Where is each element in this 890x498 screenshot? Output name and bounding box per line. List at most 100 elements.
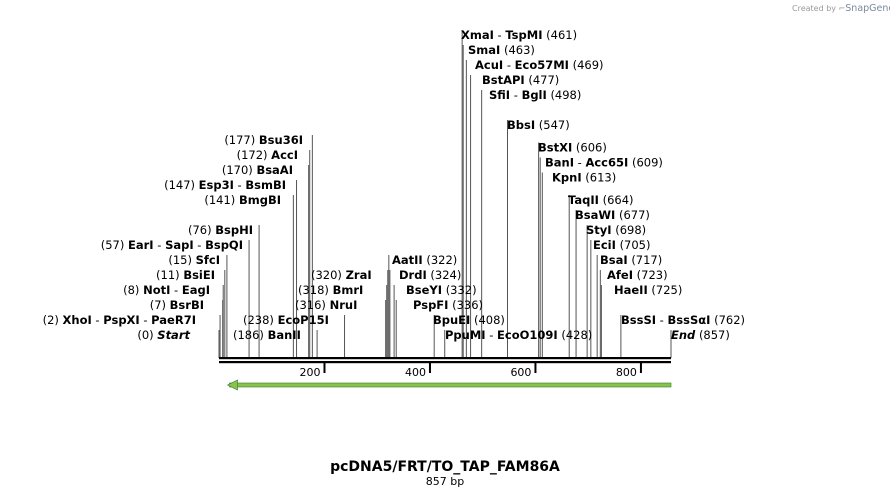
site-position-bsrbi: (7) xyxy=(150,298,166,312)
snapgene-logo-icon: ⌐ xyxy=(838,4,846,13)
site-position-sfii: (498) xyxy=(550,88,581,102)
site-name-kpni-0: KpnI xyxy=(552,171,582,185)
site-label-bmgbi[interactable]: (141) BmgBI xyxy=(204,193,281,207)
site-name-drdi-0: DrdI xyxy=(399,268,427,282)
site-label-end[interactable]: End (857) xyxy=(671,328,730,342)
site-name-zrai-0: ZraI xyxy=(346,268,372,282)
site-label-styi[interactable]: StyI (698) xyxy=(586,223,646,237)
site-name-xhoi-3: - xyxy=(140,313,151,327)
site-label-bsaai[interactable]: (170) BsaAI xyxy=(222,163,293,177)
site-label-eari[interactable]: (57) EarI - SapI - BspQI xyxy=(101,238,243,252)
site-position-pspfi: (336) xyxy=(452,298,483,312)
site-label-bsawi[interactable]: BsaWI (677) xyxy=(575,208,650,222)
site-name-afei-0: AfeI xyxy=(607,268,633,282)
site-position-kpni: (613) xyxy=(585,171,616,185)
site-label-esp3i[interactable]: (147) Esp3I - BsmBI xyxy=(164,178,286,192)
site-label-afei[interactable]: AfeI (723) xyxy=(607,268,668,282)
site-label-kpni[interactable]: KpnI (613) xyxy=(552,171,616,185)
site-position-acci: (172) xyxy=(237,148,268,162)
feature-arrow-body[interactable] xyxy=(229,382,672,388)
site-label-noti[interactable]: (8) NotI - EagI xyxy=(123,283,210,297)
site-name-ppumi-1: - xyxy=(486,328,497,342)
site-position-smai: (463) xyxy=(504,43,535,57)
site-label-ecop15i[interactable]: (238) EcoP15I xyxy=(243,313,329,327)
site-name-xhoi-0: XhoI xyxy=(63,313,92,327)
site-position-acui: (469) xyxy=(573,58,604,72)
site-label-taqii[interactable]: TaqII (664) xyxy=(568,193,634,207)
credit-brand: SnapGene xyxy=(845,3,890,14)
site-label-haeii[interactable]: HaeII (725) xyxy=(614,283,682,297)
site-name-sfci-0: SfcI xyxy=(196,253,220,267)
site-name-noti-0: NotI xyxy=(143,283,170,297)
site-name-xhoi-2: PspXI xyxy=(103,313,139,327)
site-label-bseyi[interactable]: BseYI (332) xyxy=(406,283,477,297)
site-label-bsiei[interactable]: (11) BsiEI xyxy=(156,268,215,282)
plasmid-length: 857 bp xyxy=(425,475,465,488)
site-name-eari-4: BspQI xyxy=(205,238,243,252)
site-name-bpuei-0: BpuEI xyxy=(433,313,470,327)
site-label-aatii[interactable]: AatII (322) xyxy=(392,253,457,267)
site-name-haeii-0: HaeII xyxy=(614,283,648,297)
site-label-nrui[interactable]: (316) NruI xyxy=(295,298,357,312)
site-name-ppumi-2: EcoO109I xyxy=(497,328,558,342)
site-label-bsphi[interactable]: (76) BspHI xyxy=(188,223,253,237)
site-position-haeii: (725) xyxy=(651,283,682,297)
site-name-pspfi-0: PspFI xyxy=(413,298,448,312)
site-label-start[interactable]: (0) Start xyxy=(137,328,190,342)
site-label-bmri[interactable]: (318) BmrI xyxy=(298,283,363,297)
site-name-bsphi-0: BspHI xyxy=(215,223,253,237)
site-label-bstapi[interactable]: BstAPI (477) xyxy=(482,73,559,87)
site-label-ecii[interactable]: EciI (705) xyxy=(593,238,651,252)
site-position-ppumi: (428) xyxy=(561,328,592,342)
site-label-banii[interactable]: (186) BanII xyxy=(233,328,301,342)
site-label-bpuei[interactable]: BpuEI (408) xyxy=(433,313,505,327)
site-position-bsai: (717) xyxy=(631,253,662,267)
site-name-bsrbi-0: BsrBI xyxy=(170,298,204,312)
site-label-bani[interactable]: BanI - Acc65I (609) xyxy=(545,156,663,170)
credit-prefix: Created by xyxy=(792,4,837,13)
site-name-acci-0: AccI xyxy=(271,148,298,162)
site-label-bstxi[interactable]: BstXI (606) xyxy=(538,141,607,155)
site-label-xmai[interactable]: XmaI - TspMI (461) xyxy=(461,28,577,42)
site-name-eari-2: SapI xyxy=(165,238,194,252)
site-name-start-0: Start xyxy=(157,328,190,342)
site-position-bsphi: (76) xyxy=(188,223,212,237)
site-label-bbsi[interactable]: BbsI (547) xyxy=(507,118,570,132)
site-position-bmri: (318) xyxy=(298,283,329,297)
site-label-bsrbi[interactable]: (7) BsrBI xyxy=(150,298,204,312)
site-label-drdi[interactable]: DrdI (324) xyxy=(399,268,461,282)
site-leader-lines xyxy=(218,30,672,358)
site-position-aatii: (322) xyxy=(426,253,457,267)
site-label-bsai[interactable]: BsaI (717) xyxy=(600,253,662,267)
feature-arrow xyxy=(226,379,672,391)
site-position-start: (0) xyxy=(137,328,153,342)
site-label-pspfi[interactable]: PspFI (336) xyxy=(413,298,483,312)
site-name-bsssi-1: - xyxy=(656,313,667,327)
site-name-esp3i-2: BsmBI xyxy=(245,178,286,192)
site-label-sfci[interactable]: (15) SfcI xyxy=(168,253,220,267)
site-name-eari-1: - xyxy=(154,238,165,252)
site-label-sfii[interactable]: SfiI - BglI (498) xyxy=(489,88,581,102)
site-name-sfii-0: SfiI xyxy=(489,88,510,102)
site-position-bsu36i: (177) xyxy=(224,133,255,147)
site-name-nrui-0: NruI xyxy=(330,298,358,312)
site-name-bmgbi-0: BmgBI xyxy=(239,193,281,207)
site-name-eari-3: - xyxy=(194,238,205,252)
site-label-acci[interactable]: (172) AccI xyxy=(237,148,298,162)
axis-tick-label-200: 200 xyxy=(299,366,320,379)
site-name-styi-0: StyI xyxy=(586,223,612,237)
site-label-acui[interactable]: AcuI - Eco57MI (469) xyxy=(475,58,604,72)
site-name-sfii-2: BglI xyxy=(522,88,547,102)
site-label-ppumi[interactable]: PpuMI - EcoO109I (428) xyxy=(445,328,592,342)
site-label-zrai[interactable]: (320) ZraI xyxy=(311,268,372,282)
site-label-xhoi[interactable]: (2) XhoI - PspXI - PaeR7I xyxy=(43,313,196,327)
site-position-bmgbi: (141) xyxy=(204,193,235,207)
site-name-bsawi-0: BsaWI xyxy=(575,208,615,222)
site-label-smai[interactable]: SmaI (463) xyxy=(468,43,535,57)
site-name-bsai-0: BsaI xyxy=(600,253,628,267)
site-name-ecop15i-0: EcoP15I xyxy=(278,313,329,327)
site-label-bsu36i[interactable]: (177) Bsu36I xyxy=(224,133,303,147)
site-position-xmai: (461) xyxy=(546,28,577,42)
site-label-bsssi[interactable]: BssSI - BssSαI (762) xyxy=(621,313,745,327)
site-name-acui-0: AcuI xyxy=(475,58,503,72)
